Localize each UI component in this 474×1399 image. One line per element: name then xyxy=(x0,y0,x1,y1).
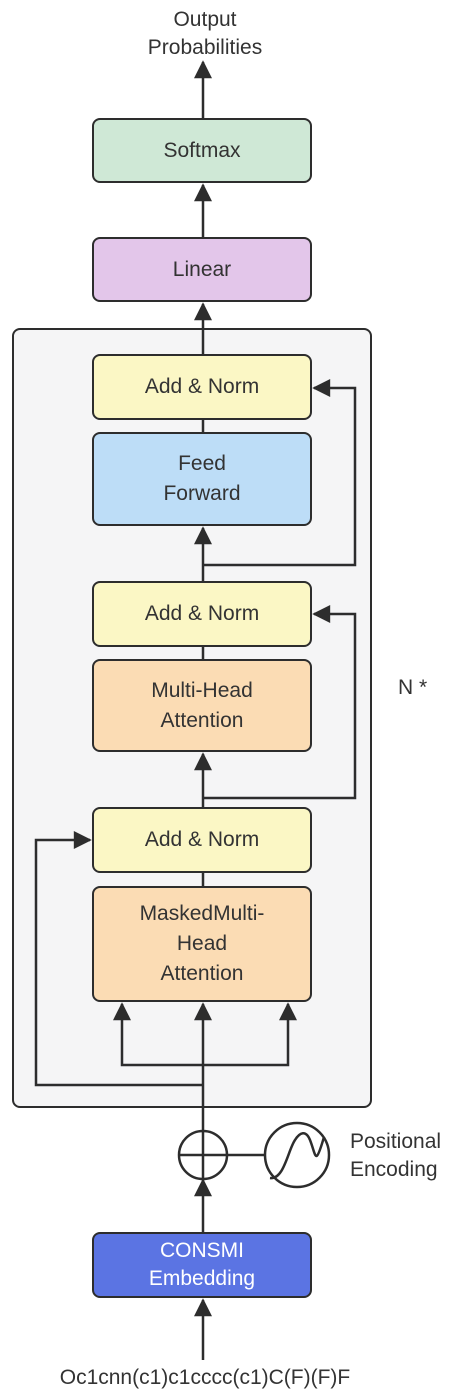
positional-encoding-label: Positional Encoding xyxy=(350,1130,442,1181)
add-norm-box-middle: Add & Norm xyxy=(92,581,312,647)
linear-box: Linear xyxy=(92,237,312,302)
masked-multi-head-attention-box: MaskedMulti- Head Attention xyxy=(92,886,312,1002)
feed-forward-box: Feed Forward xyxy=(92,432,312,526)
residual-arrow-top xyxy=(203,379,357,567)
repeat-n-label: N * xyxy=(398,676,428,699)
output-probabilities-label: Output Probabilities xyxy=(147,8,263,59)
multi-head-attention-box: Multi-Head Attention xyxy=(92,659,312,752)
input-smiles-label: Oc1cnn(c1)c1cccc(c1)C(F)(F)F xyxy=(59,1366,351,1389)
arrow-masked-input-right xyxy=(203,1002,297,1067)
add-norm-box-bottom: Add & Norm xyxy=(92,807,312,873)
softmax-box: Softmax xyxy=(92,118,312,183)
add-norm-box-top: Add & Norm xyxy=(92,354,312,420)
residual-arrow-bottom xyxy=(34,831,203,1087)
residual-arrow-middle xyxy=(203,605,357,800)
consmi-embedding-box: CONSMI Embedding xyxy=(92,1232,312,1298)
arrow-masked-input-left xyxy=(113,1002,203,1067)
